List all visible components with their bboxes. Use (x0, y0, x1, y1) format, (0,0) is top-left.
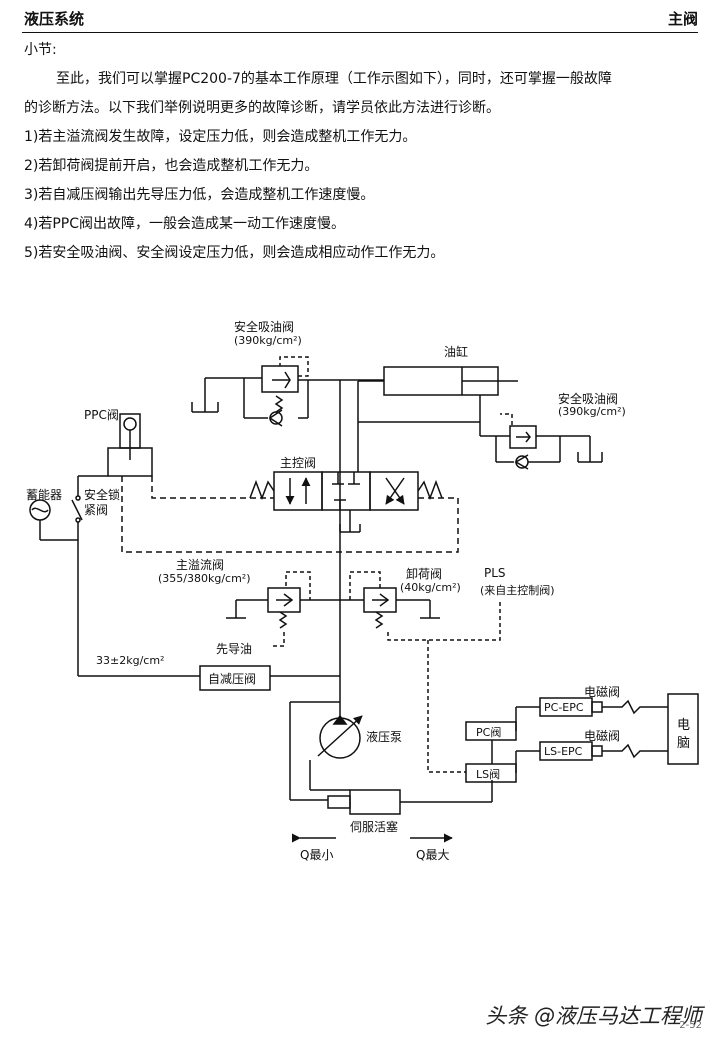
label-computer-1: 电 (677, 718, 691, 733)
intro-line-1: 至此，我们可以掌握PC200-7的基本工作原理（工作示图如下），同时，还可掌握一… (56, 71, 612, 87)
label-cylinder: 油缸 (444, 345, 469, 359)
header-section-title: 液压系统 (24, 10, 85, 28)
watermark: 头条 @液压马达工程师 (485, 1004, 702, 1028)
label-computer-2: 脑 (677, 736, 691, 751)
label-accumulator: 蓄能器 (26, 488, 63, 502)
page-number: 2-52 (679, 1020, 702, 1031)
label-safety-valve-right-pressure: (390kg/cm²) (558, 405, 626, 418)
list-item: 5)若安全吸油阀、安全阀设定压力低，则会造成相应动作工作无力。 (24, 245, 445, 261)
intro-line-2: 的诊断方法。以下我们举例说明更多的故障诊断，请学员依此方法进行诊断。 (24, 100, 500, 116)
label-q-max: Q最大 (416, 848, 450, 862)
label-ls-valve: LS阀 (476, 768, 501, 781)
label-pc-epc: PC-EPC (544, 701, 584, 714)
header-chapter-title: 主阀 (667, 10, 698, 28)
label-pls: PLS (484, 566, 506, 580)
label-ls-epc: LS-EPC (544, 745, 583, 758)
label-main-relief-pressure: (355/380kg/cm²) (158, 572, 251, 585)
hydraulic-cylinder (358, 366, 518, 396)
label-safety-lock: 安全锁 (84, 488, 121, 502)
label-pc-valve: PC阀 (476, 726, 502, 739)
label-solenoid-1: 电磁阀 (584, 685, 621, 699)
list-item: 1)若主溢流阀发生故障，设定压力低，则会造成整机工作无力。 (24, 129, 417, 145)
unload-valve (340, 571, 501, 773)
controller-computer (667, 693, 699, 765)
accumulator (29, 499, 78, 541)
label-ppc-valve: PPC阀 (84, 408, 119, 422)
label-servo-piston: 伺服活塞 (350, 820, 399, 834)
self-reducing-valve (199, 665, 340, 691)
servo-piston (291, 780, 493, 843)
safety-lock-valve (71, 475, 200, 677)
label-safety-lock-2: 紧阀 (84, 503, 109, 517)
pc-epc-solenoid (515, 697, 668, 731)
ls-epc-solenoid (515, 741, 668, 773)
label-self-reducing-valve: 自减压阀 (208, 672, 257, 686)
label-q-min: Q最小 (300, 848, 334, 862)
list-item: 2)若卸荷阀提前开启，也会造成整机工作无力。 (24, 158, 319, 174)
list-item: 3)若自减压阀输出先导压力低，会造成整机工作速度慢。 (24, 187, 375, 203)
label-pls-source: (来自主控制阀) (480, 584, 555, 597)
label-safety-valve-left-pressure: (390kg/cm²) (234, 334, 302, 347)
main-relief-valve (226, 571, 340, 647)
header-divider (22, 32, 698, 33)
list-item: 4)若PPC阀出故障，一般会造成某一动工作速度慢。 (24, 216, 346, 232)
section-title: 小节: (24, 42, 57, 58)
label-solenoid-2: 电磁阀 (584, 729, 621, 743)
label-main-control-valve: 主控阀 (280, 456, 317, 470)
hydraulic-pump (289, 680, 363, 801)
label-safety-valve-right: 安全吸油阀 (558, 392, 619, 406)
ppc-valve (107, 413, 153, 477)
label-hydraulic-pump: 液压泵 (366, 730, 403, 744)
label-unload: 卸荷阀 (406, 567, 443, 581)
label-pilot-pressure: 33±2kg/cm² (96, 654, 165, 667)
label-pilot-oil: 先导油 (216, 642, 253, 656)
safety-suction-valve-left (191, 356, 340, 427)
main-control-valve (121, 471, 459, 553)
label-unload-pressure: (40kg/cm²) (400, 581, 461, 594)
label-safety-valve-left: 安全吸油阀 (234, 320, 295, 334)
label-main-relief: 主溢流阀 (176, 558, 225, 572)
safety-suction-valve-right (479, 395, 603, 470)
